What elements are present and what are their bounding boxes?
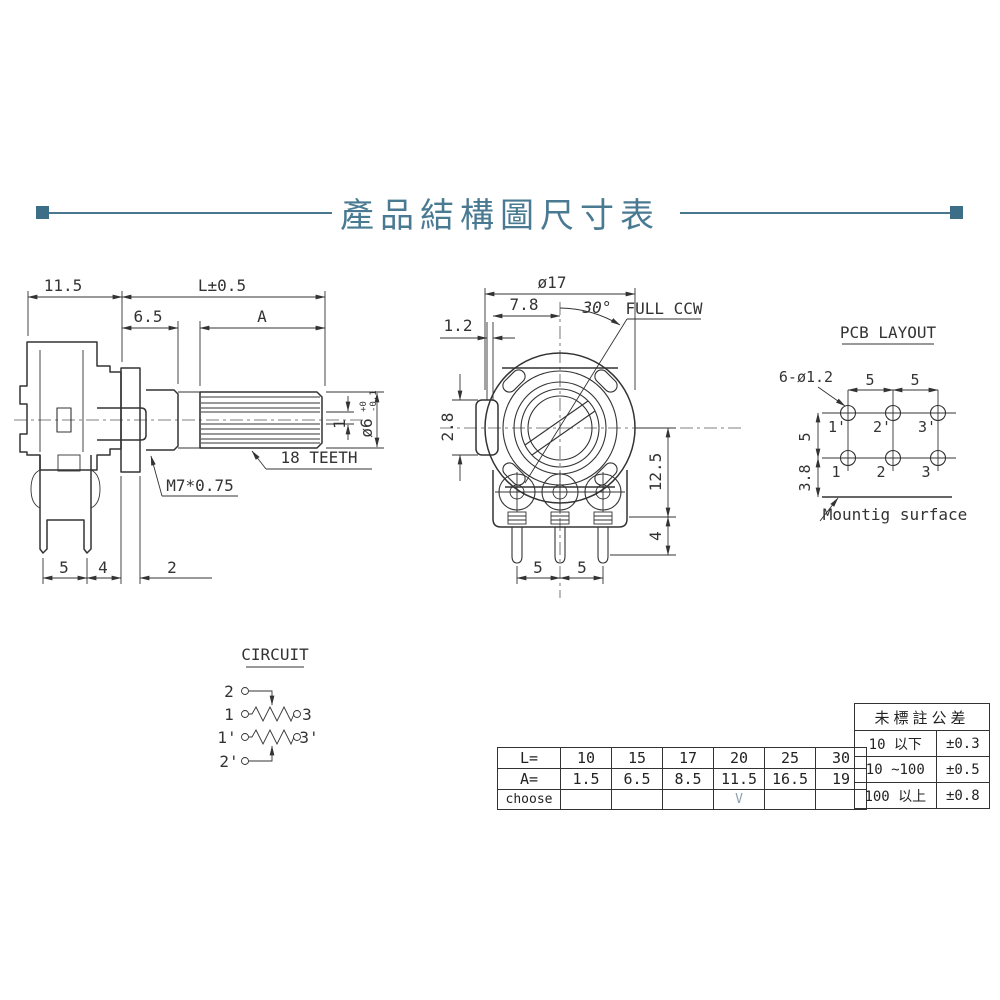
dim-2-8-label: 2.8 [438, 413, 457, 442]
dim-4-label-front: 4 [646, 531, 665, 541]
dim-7-8-label: 7.8 [510, 295, 539, 314]
size-table: L= 10 15 17 20 25 30 A= 1.5 6.5 8.5 11.5… [497, 747, 867, 810]
tol-cell: ±0.8 [935, 782, 991, 809]
range-cell: 100 以上 [854, 782, 937, 809]
dim-5-left-label: 5 [533, 558, 543, 577]
cell: 17 [662, 747, 714, 769]
holes-label: 6-ø1.2 [779, 368, 833, 386]
cell: 16.5 [764, 768, 816, 790]
hole-label-1: 1 [831, 463, 840, 481]
table-row: A= 1.5 6.5 8.5 11.5 16.5 19 [497, 768, 867, 790]
range-cell: 10 以下 [854, 730, 937, 757]
dim-11-5-label: 11.5 [44, 276, 83, 295]
pcb-dim-5-top-left: 5 [865, 371, 874, 389]
title-left-square [36, 206, 49, 219]
cell: 1.5 [560, 768, 612, 790]
table-row: 未標註公差 [854, 703, 990, 731]
side-view-drawing: 11.5 L±0.5 6.5 A 18 TEETH M7*0.75 5 4 2 … [14, 276, 384, 584]
terminal-3p: 3' [299, 728, 318, 747]
dim-2-label: 2 [167, 558, 177, 577]
range-cell: 10 ~100 [854, 756, 937, 783]
cell: 30 [815, 747, 867, 769]
title-left-line [49, 212, 332, 214]
cell: 10 [560, 747, 612, 769]
row-label: choose [497, 789, 561, 810]
table-row: 100 以上 ±0.8 [854, 782, 991, 809]
dim-A-label: A [257, 307, 267, 326]
cell: 6.5 [611, 768, 663, 790]
dim-L-label: L±0.5 [198, 276, 246, 295]
dim-5-right-label: 5 [577, 558, 587, 577]
cell: 25 [764, 747, 816, 769]
dim-dia17-label: ø17 [538, 273, 567, 292]
shaft-tol-plus: +0 [359, 401, 369, 412]
cell [764, 789, 816, 810]
row-label: L= [497, 747, 561, 769]
hole-label-1p: 1' [828, 418, 846, 436]
table-row: L= 10 15 17 20 25 30 [497, 747, 867, 769]
dim-1-2-label: 1.2 [444, 316, 473, 335]
pcb-layout-title: PCB LAYOUT [840, 323, 937, 342]
cell: 8.5 [662, 768, 714, 790]
hole-label-2: 2 [876, 463, 885, 481]
cell: 15 [611, 747, 663, 769]
cell [560, 789, 612, 810]
tol-cell: ±0.3 [935, 730, 991, 757]
cell: 11.5 [713, 768, 765, 790]
hole-label-3p: 3' [918, 418, 936, 436]
terminal-2p: 2' [219, 752, 238, 771]
terminal-3: 3 [302, 705, 312, 724]
dim-12-5-label: 12.5 [646, 453, 665, 492]
page-title: 產品結構圖尺寸表 [340, 196, 660, 236]
row-label: A= [497, 768, 561, 790]
mounting-surface-label: Mountig surface [823, 505, 968, 524]
cell [611, 789, 663, 810]
pcb-dim-5-top-right: 5 [910, 371, 919, 389]
table-row: 10 以下 ±0.3 [854, 730, 991, 757]
tol-cell: ±0.5 [935, 756, 991, 783]
pcb-layout-drawing: PCB LAYOUT 6-ø1.2 5 5 5 3.8 1' 2' 3' 1 2… [779, 323, 967, 524]
table-row: 10 ~100 ±0.5 [854, 756, 991, 783]
choose-check-mark: V [713, 789, 765, 810]
cell [662, 789, 714, 810]
table-row: choose V [497, 789, 867, 810]
shaft-tol-minus: -0.1 [369, 390, 379, 412]
hole-label-2p: 2' [873, 418, 891, 436]
thread-label: M7*0.75 [166, 476, 233, 495]
pcb-dim-3-8: 3.8 [796, 464, 814, 491]
circuit-title: CIRCUIT [241, 645, 309, 664]
pcb-dim-5-side: 5 [796, 432, 814, 441]
tolerance-table-title: 未標註公差 [854, 703, 990, 731]
teeth-label: 18 TEETH [280, 448, 357, 467]
slot-width-label: 1 [330, 419, 349, 429]
tolerance-table: 未標註公差 10 以下 ±0.3 10 ~100 ±0.5 100 以上 ±0.… [854, 703, 991, 809]
full-ccw-label: FULL CCW [625, 299, 702, 318]
dim-5-label: 5 [59, 558, 69, 577]
cell: 20 [713, 747, 765, 769]
terminal-1p: 1' [217, 728, 236, 747]
dim-6-5-label: 6.5 [134, 307, 163, 326]
terminal-2: 2 [224, 682, 234, 701]
shaft-dia-label: ø6 [357, 418, 376, 437]
hole-label-3: 3 [921, 463, 930, 481]
terminal-1: 1 [224, 705, 234, 724]
dim-4-label: 4 [98, 558, 108, 577]
title-right-line [680, 212, 950, 214]
front-view-drawing: ø17 7.8 30° FULL CCW 1.2 2.8 12.5 4 5 5 [438, 273, 745, 598]
title-right-square [950, 206, 963, 219]
circuit-diagram: CIRCUIT 2 1 1' 2' 3 3' [217, 645, 318, 771]
dim-30deg-label: 30° [582, 298, 612, 317]
